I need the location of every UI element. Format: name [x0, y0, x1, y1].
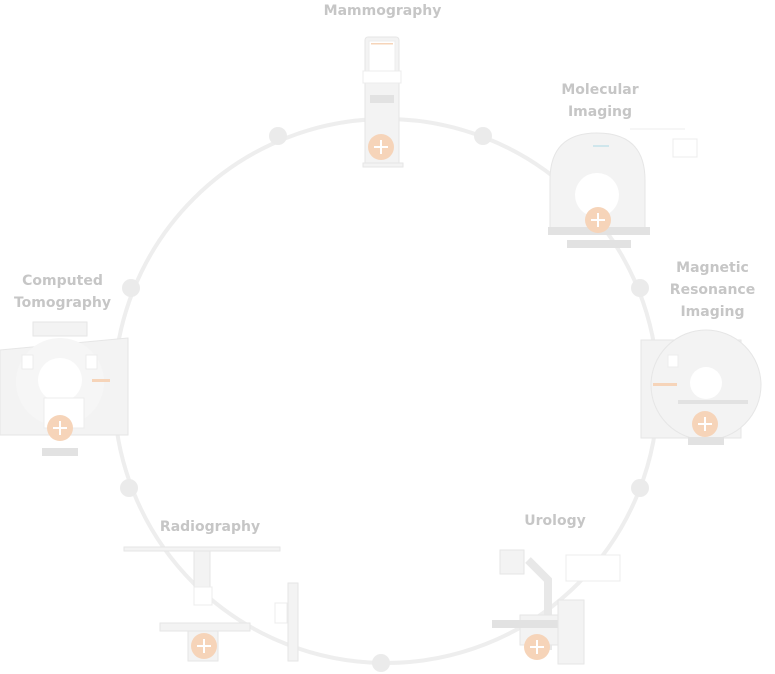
ring-dot[interactable]	[631, 279, 649, 297]
urology-label[interactable]: Urology	[524, 513, 586, 529]
molecular-imaging-machine-image[interactable]	[545, 125, 705, 255]
molecular-imaging-add-button[interactable]	[585, 207, 611, 233]
mammography-label[interactable]: Mammography	[323, 3, 442, 19]
urology-machine-image[interactable]	[488, 540, 628, 668]
ring-dot[interactable]	[631, 479, 649, 497]
molecular-imaging-label[interactable]: Molecular Imaging	[561, 82, 639, 120]
ct-machine-image[interactable]	[0, 320, 135, 460]
radiography-add-button[interactable]	[191, 633, 217, 659]
mammography-add-button[interactable]	[368, 134, 394, 160]
ring-dot[interactable]	[474, 127, 492, 145]
ring-dot[interactable]	[269, 127, 287, 145]
magnetic-resonance-imaging-label[interactable]: Magnetic Resonance Imaging	[669, 260, 756, 320]
ring-dot[interactable]	[372, 654, 390, 672]
ring-dot[interactable]	[122, 279, 140, 297]
mri-machine-image[interactable]	[638, 325, 775, 450]
computed-tomography-label[interactable]: Computed Tomography	[13, 273, 111, 311]
mri-add-button[interactable]	[692, 411, 718, 437]
ring-dot[interactable]	[120, 479, 138, 497]
mammography-machine-image[interactable]	[355, 35, 410, 175]
urology-add-button[interactable]	[524, 634, 550, 660]
radiography-label[interactable]: Radiography	[159, 519, 261, 535]
ct-add-button[interactable]	[47, 415, 73, 441]
